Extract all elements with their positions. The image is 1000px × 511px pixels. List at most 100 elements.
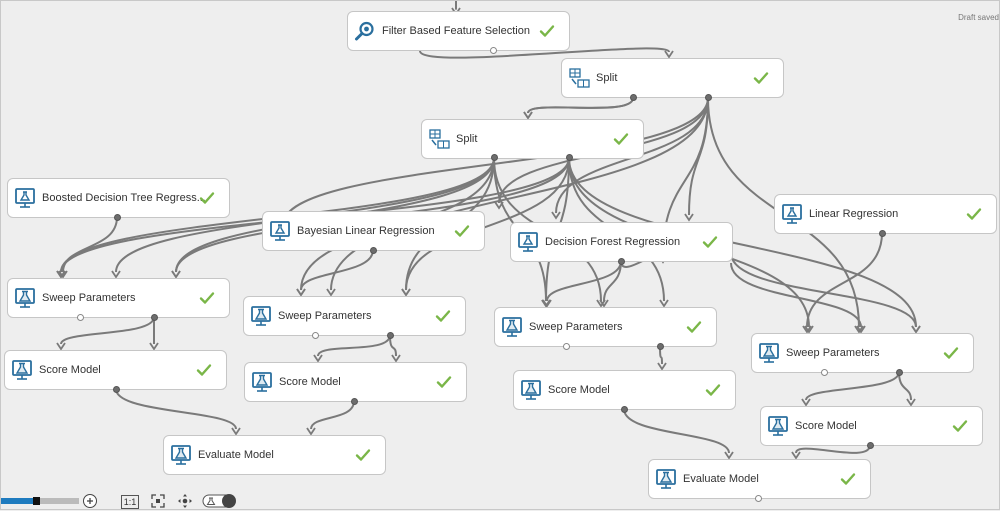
node-decision-forest-regression[interactable]: Decision Forest Regression	[510, 222, 733, 262]
connection-wire	[805, 371, 900, 401]
connection-wire	[62, 216, 118, 273]
node-filter-based-feature-selection[interactable]: Filter Based Feature Selection	[347, 11, 570, 51]
input-port[interactable]	[821, 369, 828, 376]
wire-arrowhead	[659, 299, 669, 308]
flask-icon	[14, 287, 36, 309]
flask-icon	[250, 305, 272, 327]
node-label: Score Model	[795, 420, 857, 432]
run-toggle[interactable]	[202, 492, 238, 509]
output-port[interactable]	[618, 258, 625, 265]
node-label: Filter Based Feature Selection	[382, 25, 530, 37]
wire-arrowhead	[313, 354, 323, 363]
fit-to-screen-button[interactable]	[149, 492, 167, 509]
flask-icon	[767, 415, 789, 437]
zoom-in-icon	[82, 493, 97, 508]
wire-arrowhead	[802, 325, 812, 334]
node-sweep-parameters-4[interactable]: Sweep Parameters	[751, 333, 974, 373]
output-port[interactable]	[705, 94, 712, 101]
check-icon	[436, 375, 452, 389]
check-icon	[199, 191, 215, 205]
output-port[interactable]	[896, 369, 903, 376]
wire-arrowhead	[791, 451, 801, 460]
wire-arrowhead	[856, 325, 866, 334]
check-icon	[454, 224, 470, 238]
node-sweep-parameters-1[interactable]: Sweep Parameters	[7, 278, 230, 318]
output-port[interactable]	[491, 154, 498, 161]
wire-arrowhead	[56, 342, 66, 351]
pan-button[interactable]	[176, 492, 194, 509]
node-bayesian-linear-regression[interactable]: Bayesian Linear Regression	[262, 211, 485, 251]
output-port[interactable]	[387, 332, 394, 339]
wire-arrowhead	[664, 50, 674, 59]
check-icon	[952, 419, 968, 433]
connection-wire	[806, 232, 883, 328]
input-port[interactable]	[490, 47, 497, 54]
connection-wire	[623, 408, 730, 454]
connection-wire	[546, 260, 622, 302]
node-label: Sweep Parameters	[786, 347, 880, 359]
output-port[interactable]	[879, 230, 886, 237]
split-icon	[568, 67, 590, 89]
check-icon	[539, 24, 555, 38]
node-score-model-3[interactable]: Score Model	[513, 370, 736, 410]
wire-arrowhead	[906, 398, 916, 407]
split-icon	[428, 128, 450, 150]
input-port[interactable]	[755, 495, 762, 502]
output-port[interactable]	[113, 386, 120, 393]
connection-wire	[603, 260, 622, 302]
check-icon	[943, 346, 959, 360]
node-evaluate-model-2[interactable]: Evaluate Model	[648, 459, 871, 499]
node-split-2[interactable]: Split	[421, 119, 644, 159]
node-label: Evaluate Model	[683, 473, 759, 485]
wire-arrowhead	[596, 299, 606, 308]
output-port[interactable]	[114, 214, 121, 221]
node-label: Sweep Parameters	[278, 310, 372, 322]
check-icon	[753, 71, 769, 85]
draft-saved-status: Draft saved	[958, 13, 999, 22]
flask-icon	[11, 359, 33, 381]
node-score-model-1[interactable]: Score Model	[4, 350, 227, 390]
check-icon	[435, 309, 451, 323]
input-port[interactable]	[77, 314, 84, 321]
connection-wire	[310, 400, 355, 430]
node-label: Linear Regression	[809, 208, 899, 220]
output-port[interactable]	[630, 94, 637, 101]
wire-arrowhead	[56, 270, 66, 279]
node-sweep-parameters-3[interactable]: Sweep Parameters	[494, 307, 717, 347]
output-port[interactable]	[566, 154, 573, 161]
connection-wire	[795, 444, 871, 454]
output-port[interactable]	[657, 343, 664, 350]
output-port[interactable]	[370, 247, 377, 254]
wire-arrowhead	[523, 111, 533, 120]
zoom-slider-thumb[interactable]	[33, 497, 41, 505]
node-sweep-parameters-2[interactable]: Sweep Parameters	[243, 296, 466, 336]
input-port[interactable]	[563, 343, 570, 350]
connection-wire	[898, 371, 912, 401]
check-icon	[702, 235, 718, 249]
flask-icon	[655, 468, 677, 490]
connection-wire	[688, 97, 709, 216]
output-port[interactable]	[867, 442, 874, 449]
zoom-in-button[interactable]	[81, 492, 98, 509]
wire-arrowhead	[684, 213, 694, 222]
connection-wire	[389, 334, 397, 357]
node-linear-regression[interactable]: Linear Regression	[774, 194, 997, 234]
model-icon	[781, 203, 803, 225]
zoom-slider[interactable]	[1, 497, 79, 505]
node-score-model-4[interactable]: Score Model	[760, 406, 983, 446]
node-score-model-2[interactable]: Score Model	[244, 362, 467, 402]
model-icon	[269, 220, 291, 242]
wire-arrowhead	[854, 325, 864, 334]
node-boosted-decision-tree-regression[interactable]: Boosted Decision Tree Regress...	[7, 178, 230, 218]
output-port[interactable]	[151, 314, 158, 321]
node-evaluate-model-1[interactable]: Evaluate Model	[163, 435, 386, 475]
check-icon	[840, 472, 856, 486]
output-port[interactable]	[351, 398, 358, 405]
actual-size-button[interactable]: 1:1	[119, 492, 141, 509]
output-port[interactable]	[621, 406, 628, 413]
wire-arrowhead	[724, 451, 734, 460]
input-port[interactable]	[312, 332, 319, 339]
node-split-1[interactable]: Split	[561, 58, 784, 98]
connection-wire	[405, 157, 570, 291]
